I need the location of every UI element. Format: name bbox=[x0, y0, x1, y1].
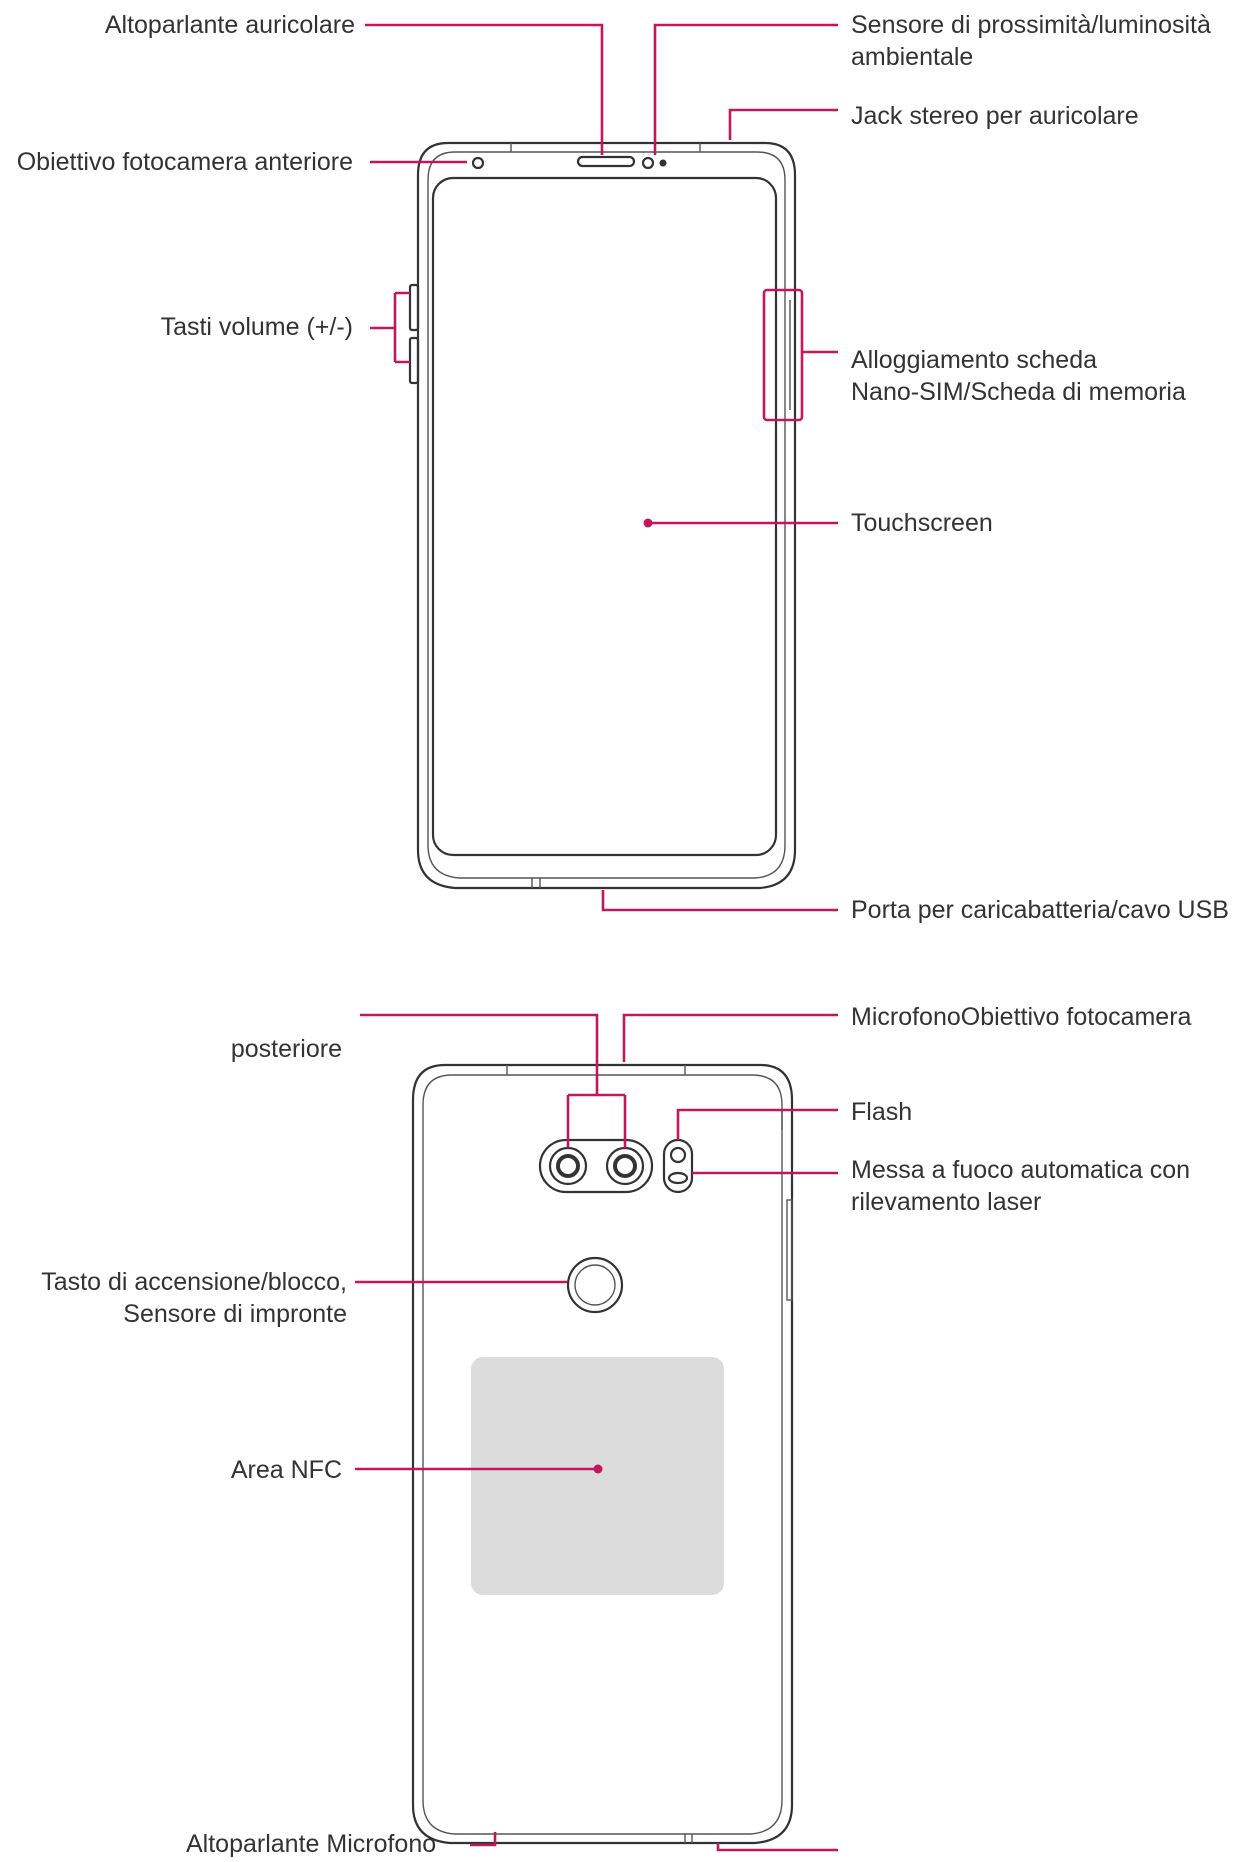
label-proximity-sensor-line2: ambientale bbox=[851, 43, 974, 71]
fingerprint-key-inner bbox=[574, 1264, 616, 1306]
label-front-camera-lens: Obiettivo fotocamera anteriore bbox=[16, 148, 353, 176]
label-speaker-microphone: Altoparlante Microfono bbox=[186, 1830, 437, 1858]
rear-camera-module bbox=[538, 1138, 654, 1194]
earpiece-slot bbox=[576, 155, 636, 168]
label-nfc-area: Area NFC bbox=[230, 1456, 342, 1484]
back-side-key bbox=[786, 1199, 793, 1301]
leader-stereo-jack bbox=[728, 108, 838, 140]
sim-tray-highlight bbox=[762, 288, 804, 422]
front-leaders bbox=[365, 23, 838, 912]
leader-rear-camera bbox=[360, 1013, 627, 1148]
rear-camera-right-lens bbox=[613, 1154, 637, 1178]
label-charger-port: Porta per caricabatteria/cavo USB bbox=[851, 896, 1229, 924]
leader-volume bbox=[370, 291, 410, 364]
front-phone-body bbox=[416, 141, 797, 890]
leader-microphone bbox=[622, 1013, 838, 1062]
label-proximity-sensor-line1: Sensore di prossimità/luminosità bbox=[851, 11, 1211, 39]
label-power-key-line2: Sensore di impronte bbox=[123, 1300, 347, 1328]
fingerprint-key-icon bbox=[566, 1256, 624, 1314]
front-screen bbox=[431, 176, 778, 857]
front-phone bbox=[408, 141, 804, 890]
back-phone-body bbox=[411, 1063, 794, 1845]
volume-down-key bbox=[408, 336, 420, 385]
back-leaders bbox=[355, 1013, 838, 1852]
rear-camera-left-lens bbox=[556, 1154, 580, 1178]
label-earpiece-speaker: Altoparlante auricolare bbox=[104, 11, 355, 39]
laser-af-icon bbox=[667, 1171, 689, 1185]
leader-bottom-microphone bbox=[716, 1843, 838, 1852]
nfc-dot bbox=[593, 1464, 603, 1474]
rear-camera-left-icon bbox=[548, 1146, 588, 1186]
label-sim-tray-line1: Alloggiamento scheda bbox=[851, 346, 1097, 374]
leader-flash bbox=[676, 1108, 838, 1140]
front-camera-icon bbox=[471, 156, 485, 170]
leader-charger-port bbox=[601, 890, 838, 912]
volume-up-key bbox=[408, 283, 420, 332]
leader-bottom-speaker bbox=[470, 1832, 497, 1847]
label-sim-tray-line2: Nano-SIM/Scheda di memoria bbox=[851, 378, 1186, 406]
label-rear-camera: posteriore bbox=[230, 1035, 342, 1063]
leader-proximity bbox=[653, 23, 838, 155]
back-phone-inner-edge bbox=[422, 1074, 783, 1835]
label-flash: Flash bbox=[851, 1098, 913, 1126]
label-volume-keys: Tasti volume (+/-) bbox=[160, 313, 353, 341]
label-laser-af-line2: rilevamento laser bbox=[851, 1188, 1042, 1216]
flash-icon bbox=[669, 1146, 687, 1164]
proximity-sensor-icon bbox=[641, 156, 655, 170]
leader-earpiece bbox=[365, 23, 604, 155]
front-phone-inner-edge bbox=[427, 151, 786, 879]
rear-camera-right-icon bbox=[605, 1146, 645, 1186]
light-sensor-icon bbox=[659, 159, 667, 167]
back-phone bbox=[411, 1063, 794, 1845]
label-microphone-rear-camera: MicrofonoObiettivo fotocamera bbox=[851, 1003, 1192, 1031]
label-power-key-line1: Tasto di accensione/blocco, bbox=[41, 1268, 347, 1296]
nfc-area bbox=[471, 1357, 724, 1595]
touchscreen-dot bbox=[643, 518, 653, 528]
label-touchscreen: Touchscreen bbox=[851, 509, 993, 537]
label-laser-af-line1: Messa a fuoco automatica con bbox=[851, 1156, 1191, 1184]
label-stereo-jack: Jack stereo per auricolare bbox=[851, 102, 1139, 130]
